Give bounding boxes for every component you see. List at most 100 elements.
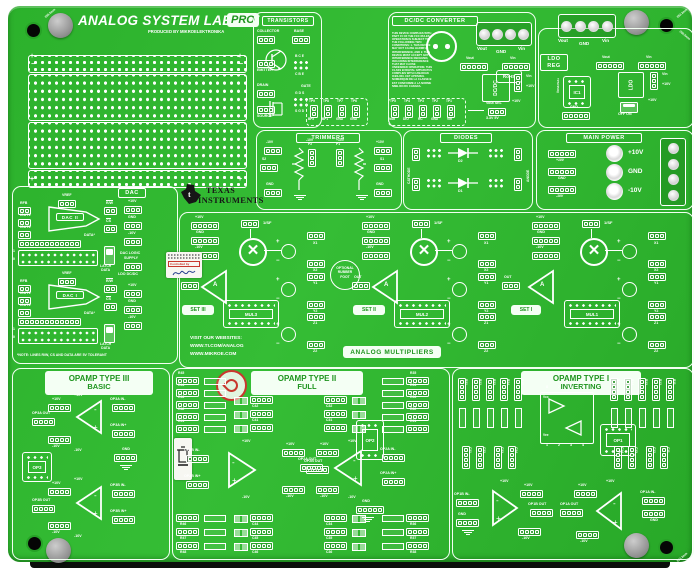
header-r45 <box>176 377 199 385</box>
resistor <box>382 543 404 550</box>
tp-label: TP4 <box>404 99 410 103</box>
label-z2: Z2 <box>313 349 318 353</box>
tp-signal: DIO <box>403 117 409 121</box>
header-p10-b <box>48 488 71 496</box>
label-op3b-inp: OP3B IN+ <box>110 509 127 513</box>
header-c41 <box>250 424 273 432</box>
header-m10-a <box>316 486 339 494</box>
label-c11: C11 <box>666 447 670 453</box>
label-c41: C41 <box>252 418 259 422</box>
label-rail-p10: +10V <box>348 439 357 443</box>
header-set-gnd <box>191 237 219 245</box>
label-sgd: S G D <box>295 109 305 113</box>
label-p1: P1 <box>336 142 341 146</box>
ground-symbol <box>362 517 374 524</box>
header-base <box>292 36 310 44</box>
header-op3a-inp <box>112 430 135 438</box>
tp-pad <box>338 105 346 118</box>
board-title-badge: PRO <box>228 14 258 26</box>
header-p10-a <box>574 490 597 498</box>
section-diodes <box>403 130 533 210</box>
header-cs-b <box>104 303 117 311</box>
power-screw-terminal <box>660 138 686 206</box>
header-z1 <box>648 313 666 321</box>
websites-line1: VISIT OUR WEBSITES: <box>190 336 242 341</box>
pinout-opamp-b <box>564 419 582 437</box>
header-dac-p10b <box>124 290 142 298</box>
resistor <box>382 378 404 385</box>
label-y2: Y2 <box>313 309 318 313</box>
header-r24 <box>500 378 508 401</box>
rail-minus-mark: − <box>31 61 36 68</box>
header-set-p10 <box>362 222 390 230</box>
label-vref: VREF <box>62 271 72 275</box>
section-title-diodes: DIODES <box>440 133 492 143</box>
label-gnd: GND <box>458 512 466 516</box>
header-op1b-gnd <box>456 519 479 527</box>
multiplier-set-1: +10V GND -10V 1/SF X1 X2 Y1 Y2 Z1 Z2 OUT… <box>502 212 690 366</box>
label-vin2: Vin <box>526 74 532 78</box>
label-r25: R25 <box>520 379 524 385</box>
label-m10: -10V <box>536 245 544 249</box>
latch-switch-b <box>104 324 115 343</box>
capacitor <box>234 425 248 433</box>
label-op2a-out: OP2A OUT <box>298 457 317 461</box>
rail-plus-mark: + <box>238 53 243 60</box>
header-r11 <box>666 378 674 401</box>
pin-3: 3 <box>570 443 572 447</box>
header-p1 <box>336 149 344 167</box>
label-op1b-inm: OP1B IN- <box>454 492 470 496</box>
header-c32 <box>324 410 347 418</box>
header-p2 <box>308 149 316 167</box>
label-p10: +10V <box>128 283 137 287</box>
dac-note: *NOTE: LINES R/W, CS AND DATA ARE 5V TOL… <box>17 353 107 357</box>
label-c46: C46 <box>252 550 259 554</box>
ldo-ic-socket: IC1 <box>563 76 591 108</box>
header-vout-sel <box>488 108 506 116</box>
header-c33 <box>324 396 347 404</box>
pin-7: 7 <box>558 385 560 389</box>
banana-jack-m10 <box>606 183 623 200</box>
label-rfb: RFB <box>20 279 28 283</box>
dac2-dip-switch <box>18 250 98 266</box>
label-op3a-out: OP3A OUT <box>32 411 51 415</box>
tp-signal: Vin <box>447 117 452 121</box>
label-r44: R44 <box>178 383 185 387</box>
label-source: SOURCE <box>257 114 273 118</box>
ground-symbol <box>356 195 368 202</box>
potentiometer-symbol <box>353 147 366 190</box>
header-c21 <box>462 446 470 469</box>
header-c22 <box>476 446 484 469</box>
label-m10: -10V <box>52 444 60 448</box>
header-op1b-inm <box>456 499 479 507</box>
label-gds: G D S <box>295 91 305 95</box>
latch-switch <box>104 246 115 265</box>
ground-symbol <box>462 530 474 537</box>
label-amp: A <box>213 282 218 288</box>
label-rail-m10: -10V <box>74 448 82 452</box>
label-cathode: CATHODE <box>407 167 411 184</box>
header-collector <box>257 36 275 44</box>
header-r21 <box>458 378 466 401</box>
tp-label: TP7 <box>337 99 343 103</box>
label-op2a-inm: OP2A IN- <box>380 447 396 451</box>
multiplier-set-2: +10V GND -10V 1/SF X1 X2 Y1 Y2 Z1 Z2 OUT… <box>350 212 520 366</box>
summer-symbol <box>617 277 637 302</box>
label-c24: C24 <box>514 447 518 453</box>
label-jack-gnd: GND <box>628 168 643 175</box>
hole-bottom-left <box>28 537 41 550</box>
header-rfb <box>18 207 31 215</box>
label-r24: R24 <box>506 379 510 385</box>
header-x1 <box>648 232 666 240</box>
label-x2: X2 <box>484 268 489 272</box>
label-gnd: GND <box>537 230 545 234</box>
breadboard-bank-top <box>28 74 247 121</box>
pads-fet <box>293 97 310 108</box>
label-amp: A <box>540 282 545 288</box>
tp-pad <box>352 105 360 118</box>
svg-text:+: + <box>93 423 98 432</box>
label-jack-m10: -10V <box>628 187 642 194</box>
label-c14: C14 <box>620 447 624 453</box>
label-y2: Y2 <box>484 309 489 313</box>
